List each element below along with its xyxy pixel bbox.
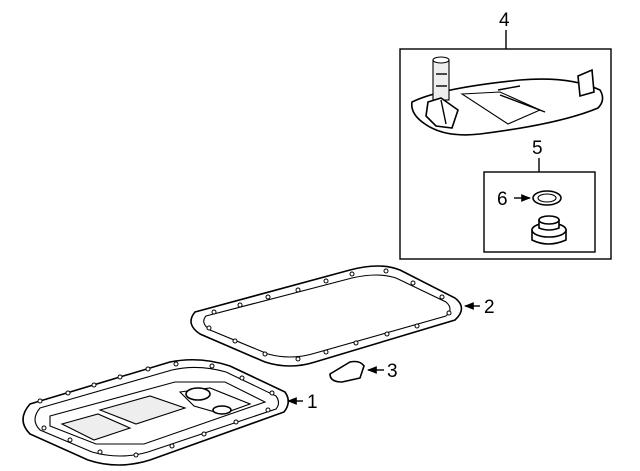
gasket-bolt-holes — [206, 268, 452, 362]
oil-pan — [22, 358, 290, 466]
pan-gasket — [190, 265, 463, 367]
callout-3: 3 — [387, 361, 398, 382]
callout-1: 1 — [307, 392, 318, 413]
callout-2: 2 — [484, 297, 495, 318]
pan-magnet — [329, 360, 365, 383]
callout-4: 4 — [499, 10, 510, 31]
o-ring — [532, 190, 562, 206]
callout-5: 5 — [532, 138, 543, 159]
pan-bolt-holes — [37, 361, 275, 458]
callout-6: 6 — [497, 189, 508, 210]
transmission-filter — [410, 56, 604, 136]
drain-plug — [531, 215, 567, 245]
